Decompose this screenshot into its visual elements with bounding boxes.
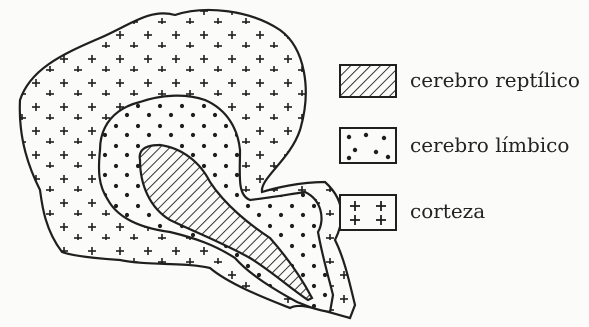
legend-item-limbic: cerebro límbico bbox=[340, 128, 569, 163]
legend-item-reptilian: cerebro reptílico bbox=[340, 65, 580, 97]
legend-label-reptilian: cerebro reptílico bbox=[410, 68, 580, 92]
cortex-swatch bbox=[340, 195, 396, 230]
legend-label-cortex: corteza bbox=[410, 199, 485, 223]
reptilian-swatch bbox=[340, 65, 396, 97]
legend-item-cortex: corteza bbox=[340, 195, 485, 230]
legend-label-limbic: cerebro límbico bbox=[410, 133, 569, 157]
legend: cerebro reptílico cerebro límbico cortez… bbox=[340, 65, 580, 230]
